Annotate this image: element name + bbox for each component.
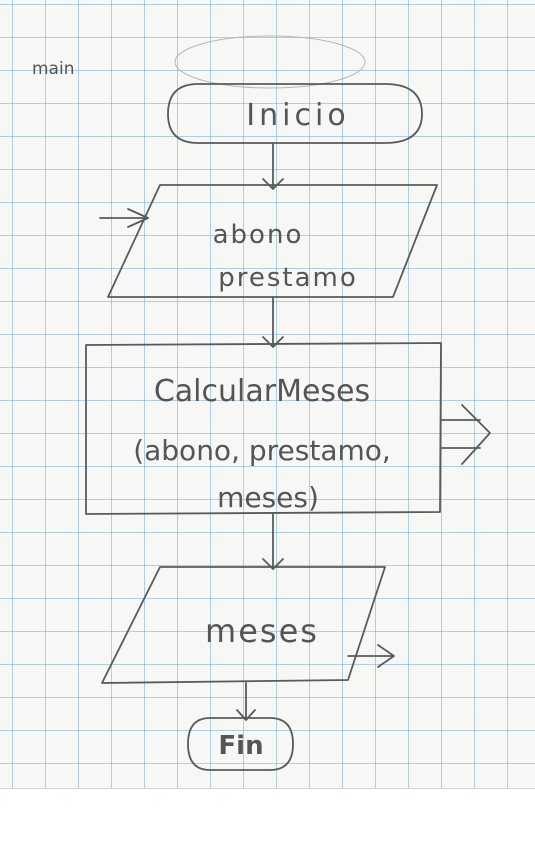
paper-bottom-margin xyxy=(0,788,535,844)
end-terminator: Fin xyxy=(187,717,294,771)
double-arrow-icon xyxy=(461,404,491,465)
process-box: CalcularMeses (abono, prestamo, meses) xyxy=(85,342,491,515)
connector-output-to-end xyxy=(236,682,256,721)
process-label-line-2: (abono, prestamo, xyxy=(133,434,391,467)
connector-start-to-input xyxy=(262,142,284,190)
start-terminator-shape xyxy=(167,83,423,144)
input-label-prestamo: prestamo xyxy=(218,263,358,293)
arrowhead-down-icon xyxy=(236,709,256,721)
process-box-shape xyxy=(85,342,442,515)
connector-process-to-output xyxy=(262,513,284,570)
connector-input-to-process xyxy=(262,296,284,348)
input-parallelogram: abono prestamo xyxy=(99,184,438,298)
process-label-line-3: meses) xyxy=(217,481,319,514)
output-label: meses xyxy=(205,612,319,650)
output-arrow-icon xyxy=(377,644,395,668)
function-name-label: main xyxy=(32,59,74,79)
graph-paper-background xyxy=(0,0,535,788)
output-parallelogram-shape xyxy=(101,566,386,684)
input-label-abono: abono xyxy=(213,220,304,250)
input-arrow-icon xyxy=(127,208,149,228)
input-parallelogram-shape xyxy=(107,184,438,298)
end-terminator-shape xyxy=(187,717,294,771)
arrowhead-down-icon xyxy=(262,558,284,570)
arrowhead-down-icon xyxy=(262,336,284,348)
process-label-line-1: CalcularMeses xyxy=(154,374,370,409)
output-parallelogram: meses xyxy=(101,566,395,684)
end-label: Fin xyxy=(218,731,263,761)
arrowhead-down-icon xyxy=(262,178,284,190)
start-label: Inicio xyxy=(246,98,349,133)
start-terminator: Inicio xyxy=(167,83,423,144)
erased-oval-sketch xyxy=(174,35,366,89)
